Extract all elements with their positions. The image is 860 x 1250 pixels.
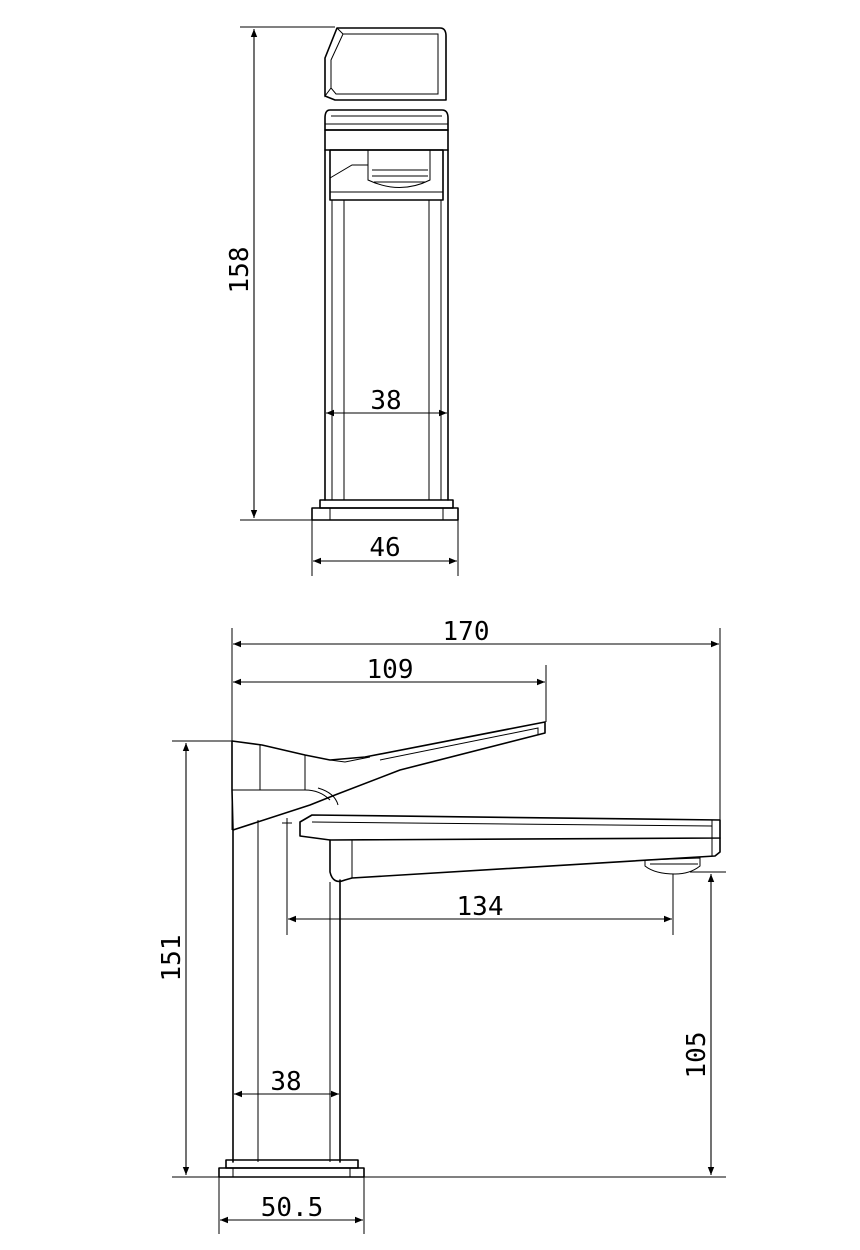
dimension-front-spout-reach: 134 [286,828,674,935]
front-view-body [232,820,341,1163]
dimension-front-spout-height: 105 [364,871,726,1178]
dimension-front-overall-height: 151 [157,740,232,1178]
side-view-body [324,149,449,501]
dimension-side-base-width: 46 [311,520,459,576]
side-base-width-label: 46 [369,533,400,563]
front-base-width-label: 50.5 [261,1193,324,1223]
front-spout-reach-label: 134 [457,892,504,922]
side-view-collar [324,109,449,151]
side-view-aerator [329,149,444,201]
front-body-width-label: 38 [270,1067,301,1097]
front-view: 170 109 151 134 105 [157,617,726,1234]
dimension-side-body-width: 38 [326,386,447,417]
front-view-lever [231,721,546,831]
side-height-label: 158 [225,247,255,294]
dimension-front-body-width: 38 [234,1067,339,1098]
front-overall-length-label: 170 [443,617,490,647]
front-view-spout [282,814,721,883]
side-body-width-label: 38 [370,386,401,416]
front-view-base [218,1159,365,1178]
side-view: 158 38 46 [225,26,459,576]
side-view-handle [324,27,447,101]
front-lever-length-label: 109 [367,655,414,685]
front-overall-height-label: 151 [157,935,187,982]
side-view-base [311,499,459,521]
dimension-front-lever-length: 109 [233,655,547,722]
front-spout-height-label: 105 [682,1032,712,1079]
dimension-front-overall-length: 170 [231,617,721,820]
dimension-side-height: 158 [225,26,335,521]
dimension-front-base-width: 50.5 [218,1177,365,1234]
